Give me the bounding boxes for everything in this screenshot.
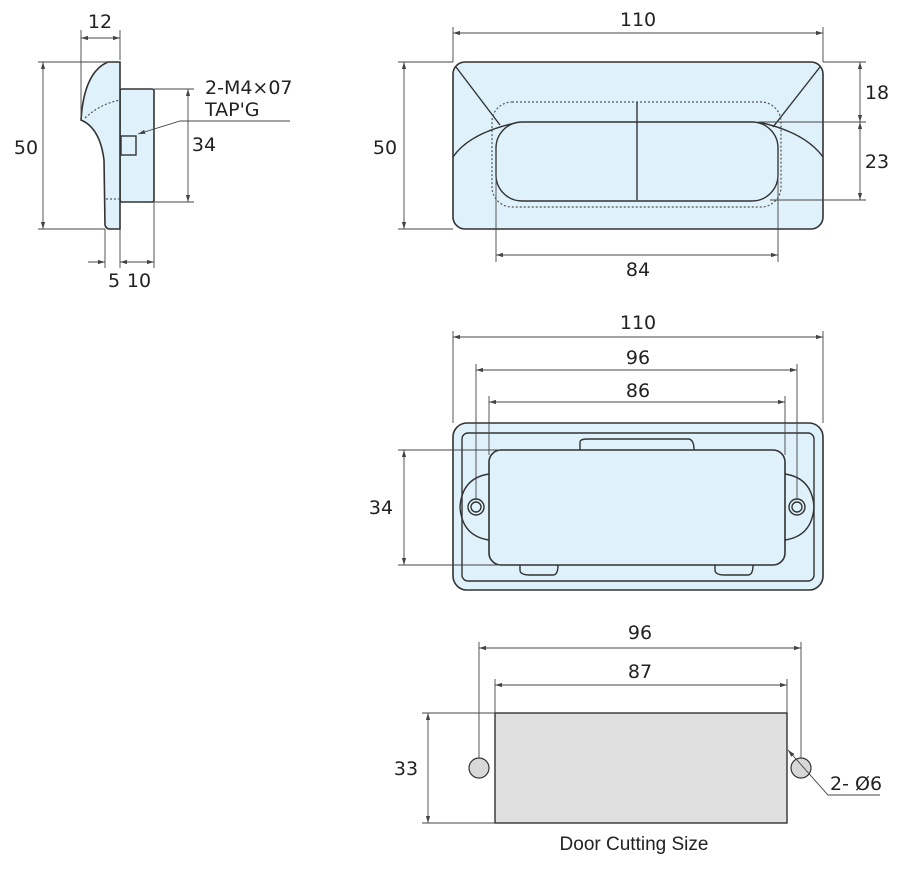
front-body bbox=[452, 61, 824, 230]
holes-label: 2- Ø6 bbox=[830, 773, 882, 795]
dim-86: 86 bbox=[626, 380, 650, 402]
front-view: 110 50 18 23 84 bbox=[373, 9, 889, 281]
dim-34-back: 34 bbox=[369, 497, 393, 519]
dim-84: 84 bbox=[626, 259, 650, 281]
door-cutout: 96 87 33 2- Ø6 Door Cutting Size bbox=[394, 622, 882, 855]
tap-label-2: TAP'G bbox=[204, 99, 260, 121]
dim-5: 5 bbox=[108, 270, 120, 292]
dim-10: 10 bbox=[127, 270, 151, 292]
dim-33: 33 bbox=[394, 758, 418, 780]
dim-50: 50 bbox=[14, 137, 38, 159]
dim-12: 12 bbox=[88, 11, 112, 33]
cutout-rect bbox=[494, 712, 788, 824]
dim-18: 18 bbox=[865, 82, 889, 104]
cutout-hole-left bbox=[468, 757, 490, 779]
side-handle bbox=[80, 61, 121, 230]
dim-87: 87 bbox=[628, 661, 652, 683]
dim-23: 23 bbox=[865, 151, 889, 173]
dim-110-top: 110 bbox=[620, 9, 656, 31]
thread-hole bbox=[120, 135, 137, 156]
dim-50-front: 50 bbox=[373, 137, 397, 159]
dim-110-back: 110 bbox=[620, 312, 656, 334]
back-plate bbox=[488, 449, 786, 566]
dim-34: 34 bbox=[192, 134, 216, 156]
tap-label-1: 2-M4×07 bbox=[205, 77, 293, 99]
side-view: 12 50 34 2-M4×07 TAP'G 5 10 bbox=[14, 11, 293, 292]
side-block bbox=[119, 88, 155, 203]
cutout-hole-right bbox=[790, 757, 812, 779]
back-view: 110 96 86 34 bbox=[369, 312, 824, 591]
dim-96-cut: 96 bbox=[628, 622, 652, 644]
dim-96-back: 96 bbox=[626, 347, 650, 369]
cutout-caption: Door Cutting Size bbox=[560, 834, 709, 855]
